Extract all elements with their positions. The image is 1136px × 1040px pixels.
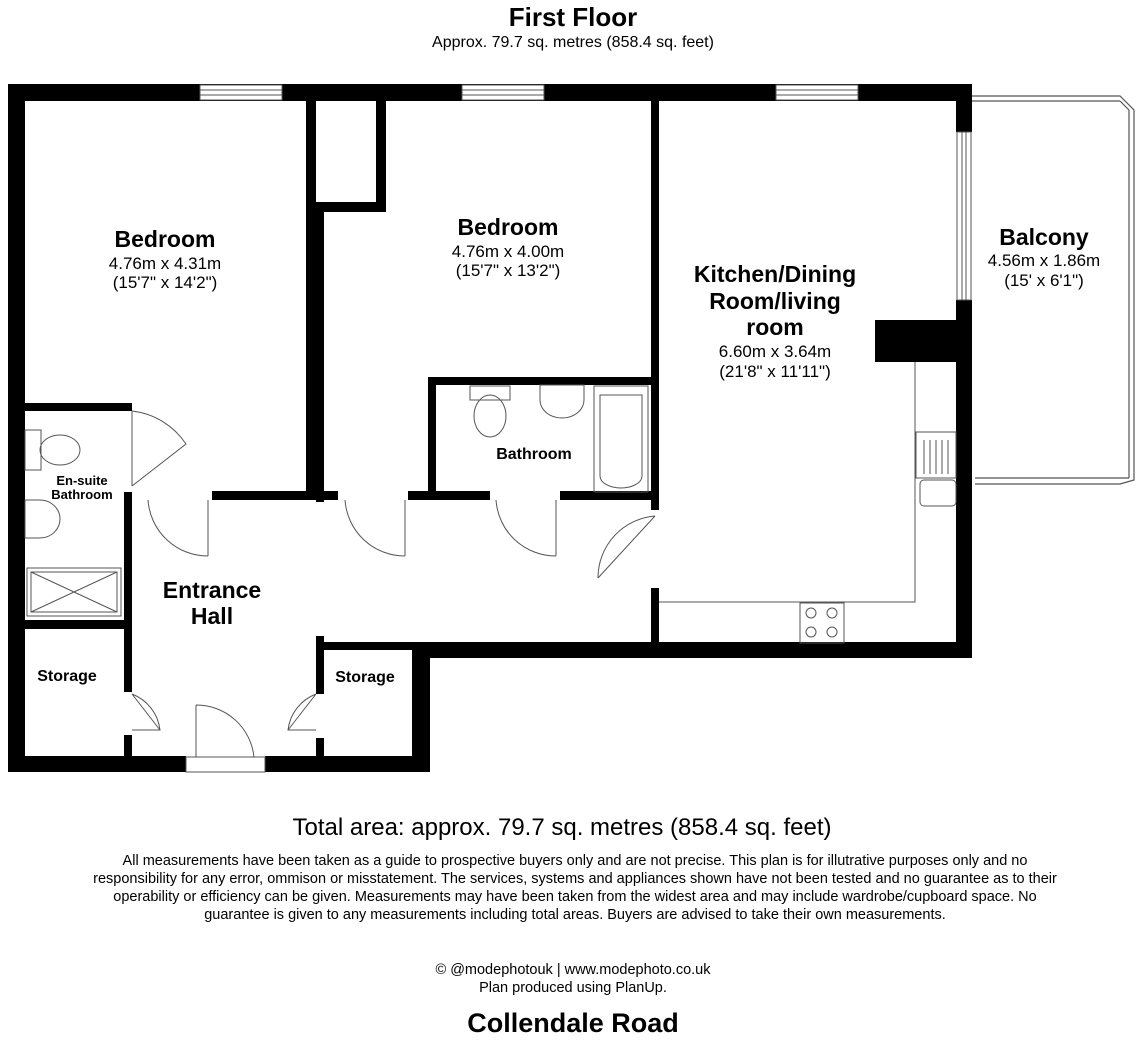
kitchen-imperial: (21'8" x 11'11"): [719, 362, 831, 381]
bathroom-toilet-cistern: [469, 385, 511, 401]
walls: [8, 84, 972, 772]
floor-plan: Bedroom 4.76m x 4.31m (15'7" x 14'2") Be…: [8, 84, 1135, 773]
floor-area-subtitle: Approx. 79.7 sq. metres (858.4 sq. feet): [432, 34, 714, 51]
kitchen-name-3: room: [746, 314, 804, 340]
bathroom-basin: [539, 384, 585, 419]
entrance-name-1: Entrance: [163, 577, 261, 603]
door-storage-left: [131, 693, 161, 731]
left-wall: [8, 84, 25, 772]
bedroom-2-name: Bedroom: [458, 214, 559, 240]
hob: [799, 602, 845, 644]
door-ensuite: [131, 410, 187, 487]
balcony-door-glazing: [956, 131, 972, 301]
kitchen-name-1: Kitchen/Dining: [694, 261, 856, 287]
window-bedroom-2: [461, 84, 545, 101]
kitchen-drainer: [915, 431, 957, 479]
right-wall-bottom: [956, 300, 972, 658]
doors: [131, 410, 656, 758]
credit-line: © @modephotouk | www.modephoto.co.uk: [435, 962, 711, 978]
entrance-name-2: Hall: [191, 603, 233, 629]
fixtures: [24, 362, 957, 644]
kitchen-metric: 6.60m x 3.64m: [719, 342, 831, 361]
bottom-wall-left: [8, 756, 186, 772]
door-bedroom-1: [147, 499, 209, 557]
kitchen-name-2: Room/living: [709, 288, 841, 314]
door-bedroom-2: [344, 499, 406, 557]
storage-right-wall: [412, 642, 430, 772]
bedroom-1-imperial: (15'7" x 14'2"): [113, 273, 218, 292]
bedroom-2-imperial: (15'7" x 13'2"): [456, 261, 561, 280]
chimney-breast: [875, 320, 958, 362]
bathroom-toilet-bowl: [473, 394, 507, 438]
balcony-metric: 4.56m x 1.86m: [988, 251, 1100, 270]
entrance-door-frame: [185, 756, 266, 773]
right-wall-top: [956, 84, 972, 132]
kitchen-worktop: [659, 362, 916, 603]
property-name: Collendale Road: [467, 1008, 679, 1038]
bathroom-name: Bathroom: [496, 446, 572, 463]
plan-credit: Plan produced using PlanUp.: [479, 980, 667, 996]
door-entrance: [195, 704, 255, 758]
bedroom-1-metric: 4.76m x 4.31m: [109, 254, 221, 273]
bath: [593, 385, 649, 493]
room-labels: Bedroom 4.76m x 4.31m (15'7" x 14'2") Be…: [37, 214, 1100, 686]
total-area: Total area: approx. 79.7 sq. metres (858…: [292, 814, 832, 841]
balcony-name: Balcony: [999, 224, 1089, 250]
ensuite-name-1: En-suite: [56, 473, 107, 488]
storage-left-name: Storage: [37, 668, 97, 685]
floor-title: First Floor: [508, 2, 638, 32]
window-bedroom-1: [199, 84, 283, 101]
bottom-wall-right: [265, 756, 415, 772]
bedroom-2-metric: 4.76m x 4.00m: [452, 242, 564, 261]
lower-wall: [412, 642, 972, 658]
bedroom-1-name: Bedroom: [115, 226, 216, 252]
balcony-imperial: (15' x 6'1"): [1004, 271, 1084, 290]
ensuite-toilet-bowl: [39, 434, 81, 466]
ensuite-name-2: Bathroom: [51, 487, 112, 502]
balcony-outline: [970, 95, 1135, 485]
window-kitchen: [775, 84, 859, 101]
windows: [185, 84, 972, 773]
door-kitchen: [597, 515, 656, 579]
ensuite-basin: [24, 499, 61, 539]
ensuite-shower-tray: [26, 567, 122, 617]
door-storage-right: [287, 693, 317, 731]
door-bathroom: [495, 499, 557, 557]
storage-right-name: Storage: [335, 669, 395, 686]
kitchen-sink: [919, 479, 957, 507]
ensuite-toilet-cistern: [24, 429, 42, 471]
disclaimer: All measurements have been taken as a gu…: [93, 853, 1057, 923]
